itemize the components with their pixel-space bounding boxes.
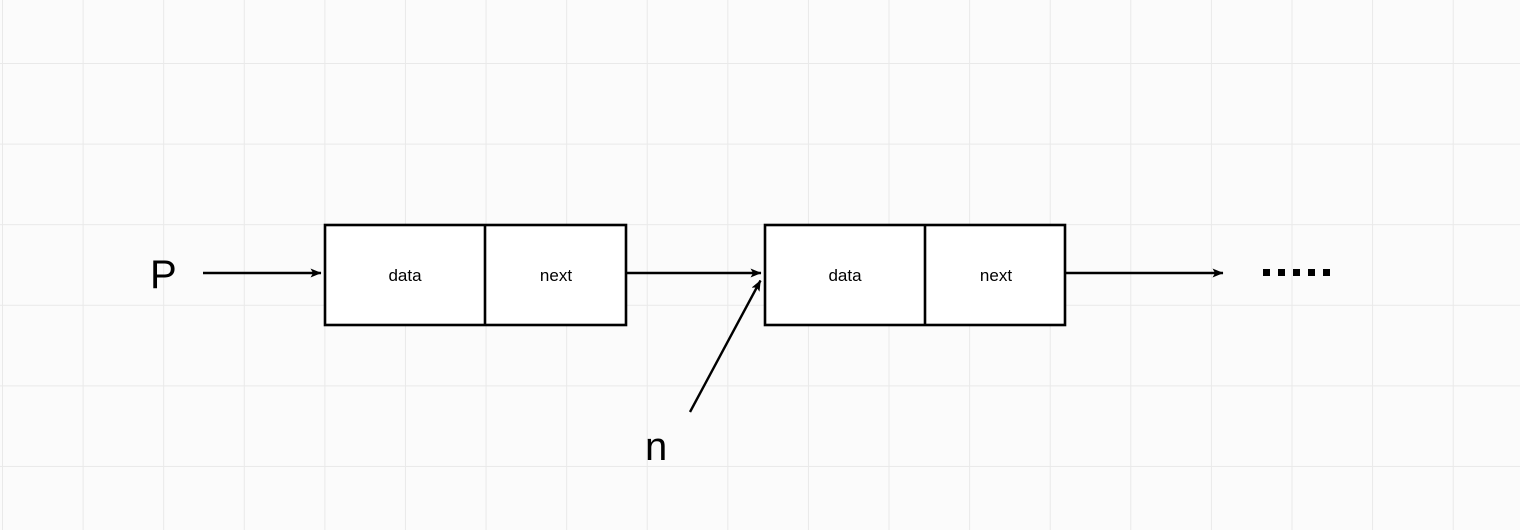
ellipsis-dot-5: [1323, 269, 1330, 276]
node-2-next-label: next: [980, 266, 1012, 285]
list-node-1[interactable]: data next: [323, 223, 628, 327]
pointer-label-n: n: [645, 425, 667, 469]
node-1-next-label: next: [540, 266, 572, 285]
pointer-label-p: P: [150, 253, 177, 297]
node-1-data-label: data: [388, 266, 422, 285]
pointer-p-group: P: [150, 253, 322, 297]
pointer-arrow-n: [688, 279, 762, 413]
node-2-data-label: data: [828, 266, 862, 285]
ellipsis-continuation: [1263, 269, 1330, 276]
ellipsis-dot-4: [1308, 269, 1315, 276]
ellipsis-dot-3: [1293, 269, 1300, 276]
node-1-box[interactable]: [323, 223, 628, 327]
ellipsis-dot-1: [1263, 269, 1270, 276]
node-2-box[interactable]: [763, 223, 1067, 327]
pointer-n-group: n: [645, 279, 762, 469]
list-node-2[interactable]: data next: [763, 223, 1067, 327]
ellipsis-dot-2: [1278, 269, 1285, 276]
